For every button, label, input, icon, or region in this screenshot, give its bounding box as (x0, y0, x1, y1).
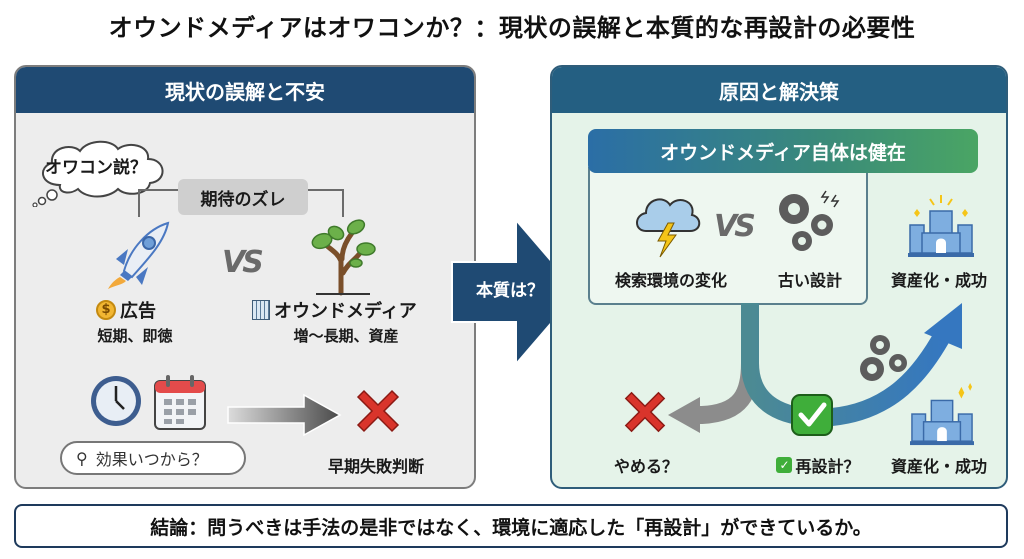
cause-environment-label: 検索環境の変化 (614, 271, 727, 290)
castle-icon-bottom (910, 383, 974, 446)
vs-label-right: VS (714, 209, 756, 244)
healthy-banner: オウンドメディア自体は健在 (588, 129, 978, 173)
thought-bubble-text: オワコン説？ (45, 158, 147, 178)
center-arrow-label: 本質は？ (476, 281, 544, 301)
red-x-icon (356, 389, 400, 433)
current-misunderstanding-panel: 現状の誤解と不安 オワコン説？ 期待のズレ VS $ 広告 短期、即徳 オウンド… (14, 65, 476, 489)
cause-solution-panel: 原因と解決策 オウンドメディア自体は健在 VS 検索環境の変化 古い設計 資産化… (550, 65, 1008, 489)
storm-cloud-icon (636, 198, 701, 258)
broken-gears-icon (779, 190, 840, 251)
search-query-pill: ⚲ 効果いつから？ (60, 441, 246, 475)
right-panel-heading: 原因と解決策 (552, 67, 1006, 113)
cause-box (588, 167, 868, 305)
check-mark-icon (791, 394, 833, 436)
calendar-icon (154, 375, 206, 430)
early-failure-label: 早期失敗判断 (327, 457, 424, 476)
conclusion-box: 結論：問うべきは手法の是非ではなく、環境に適応した「再設計」ができているか。 (14, 504, 1008, 548)
ad-subtitle: 短期、即徳 (97, 327, 173, 345)
gradient-arrow-icon (227, 393, 342, 437)
search-icon: ⚲ (76, 448, 88, 468)
owned-media-title: オウンドメディア (252, 297, 417, 323)
cause-design-label: 古い設計 (777, 271, 842, 290)
tree-icon (311, 219, 376, 296)
thought-bubble-icon (32, 140, 164, 207)
redesign-label: ✓ 再設計？ (758, 453, 878, 477)
owned-media-subtitle: 増〜長期、資産 (293, 327, 399, 345)
dollar-coin-icon: $ (96, 300, 116, 320)
left-panel-heading: 現状の誤解と不安 (16, 67, 474, 113)
vs-label-left: VS (222, 245, 264, 280)
clock-icon (91, 376, 141, 426)
castle-icon-top (908, 195, 974, 257)
building-icon (252, 300, 270, 320)
success-label-top: 資産化・成功 (890, 271, 987, 290)
expectation-gap-label: 期待のズレ (178, 179, 308, 215)
center-arrow-icon (451, 218, 580, 366)
page-title: オウンドメディアはオワコンか？：現状の誤解と本質的な再設計の必要性 (108, 14, 916, 42)
rocket-icon (108, 221, 170, 289)
quit-x-icon (624, 391, 666, 433)
ad-title: $ 広告 (96, 297, 156, 323)
quit-label: やめる？ (613, 457, 678, 476)
gears-icon (860, 335, 907, 381)
small-check-icon: ✓ (776, 457, 793, 473)
success-label-bottom: 資産化・成功 (890, 457, 987, 476)
